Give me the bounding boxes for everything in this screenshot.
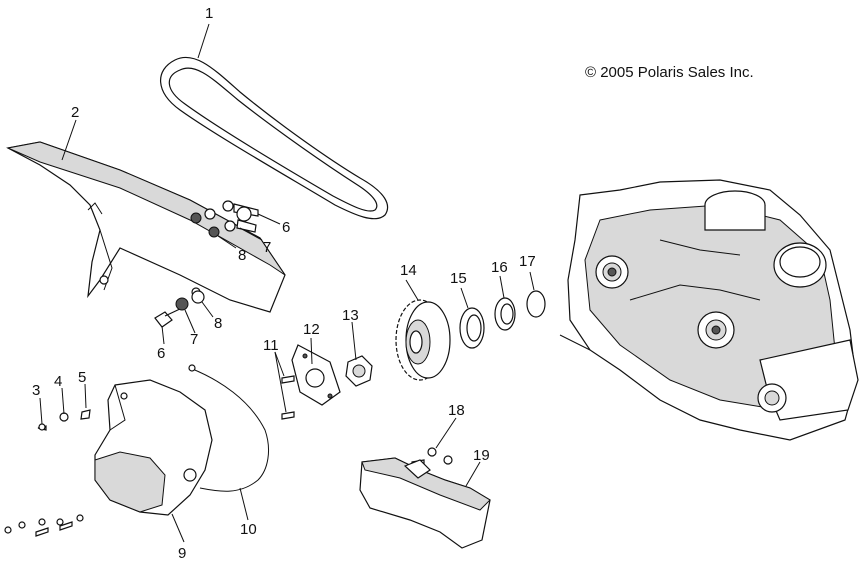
part-17-ring (526, 290, 546, 318)
part-9-cover (94, 379, 213, 516)
fasteners-upper (190, 200, 259, 238)
cover-screws (4, 514, 84, 537)
callout-8-upper: 8 (238, 247, 246, 264)
callout-16: 16 (491, 259, 508, 276)
part-2-chain-guard (6, 141, 286, 313)
callout-4: 4 (54, 373, 62, 390)
leader-lines (39, 23, 535, 543)
callout-13: 13 (342, 307, 359, 324)
callout-3: 3 (32, 382, 40, 399)
callout-14: 14 (400, 262, 417, 279)
callout-7-upper: 7 (263, 239, 271, 256)
copyright-notice: © 2005 Polaris Sales Inc. (585, 64, 754, 81)
callout-7-lower: 7 (190, 331, 198, 348)
part-15-seal (459, 307, 485, 349)
callout-labels: 1 2 3 4 5 6 6 7 7 8 8 9 10 11 12 13 14 1… (32, 5, 536, 562)
callout-10: 10 (240, 521, 257, 538)
callout-9: 9 (178, 545, 186, 562)
callout-15: 15 (450, 270, 467, 287)
bolts-3-4-5 (37, 409, 91, 431)
engine-assembly (559, 179, 859, 441)
callout-6-lower: 6 (157, 345, 165, 362)
part-19-lower-guard (359, 457, 491, 549)
callout-6-upper: 6 (282, 219, 290, 236)
callout-2: 2 (71, 104, 79, 121)
part-11-screws (281, 375, 295, 420)
callout-12: 12 (303, 321, 320, 338)
fasteners-lower (154, 290, 205, 328)
part-16-bearing (494, 297, 516, 331)
callout-17: 17 (519, 253, 536, 270)
callout-18: 18 (448, 402, 465, 419)
part-14-sprocket (395, 299, 451, 381)
callout-8-lower: 8 (214, 315, 222, 332)
part-12-plate (291, 344, 341, 406)
callout-11: 11 (263, 337, 279, 354)
callout-5: 5 (78, 369, 86, 386)
part-10-gasket (188, 364, 269, 492)
callout-19: 19 (473, 447, 490, 464)
part-1-drive-belt (160, 56, 389, 220)
part-13-nut (345, 355, 373, 387)
callout-1: 1 (205, 5, 213, 22)
